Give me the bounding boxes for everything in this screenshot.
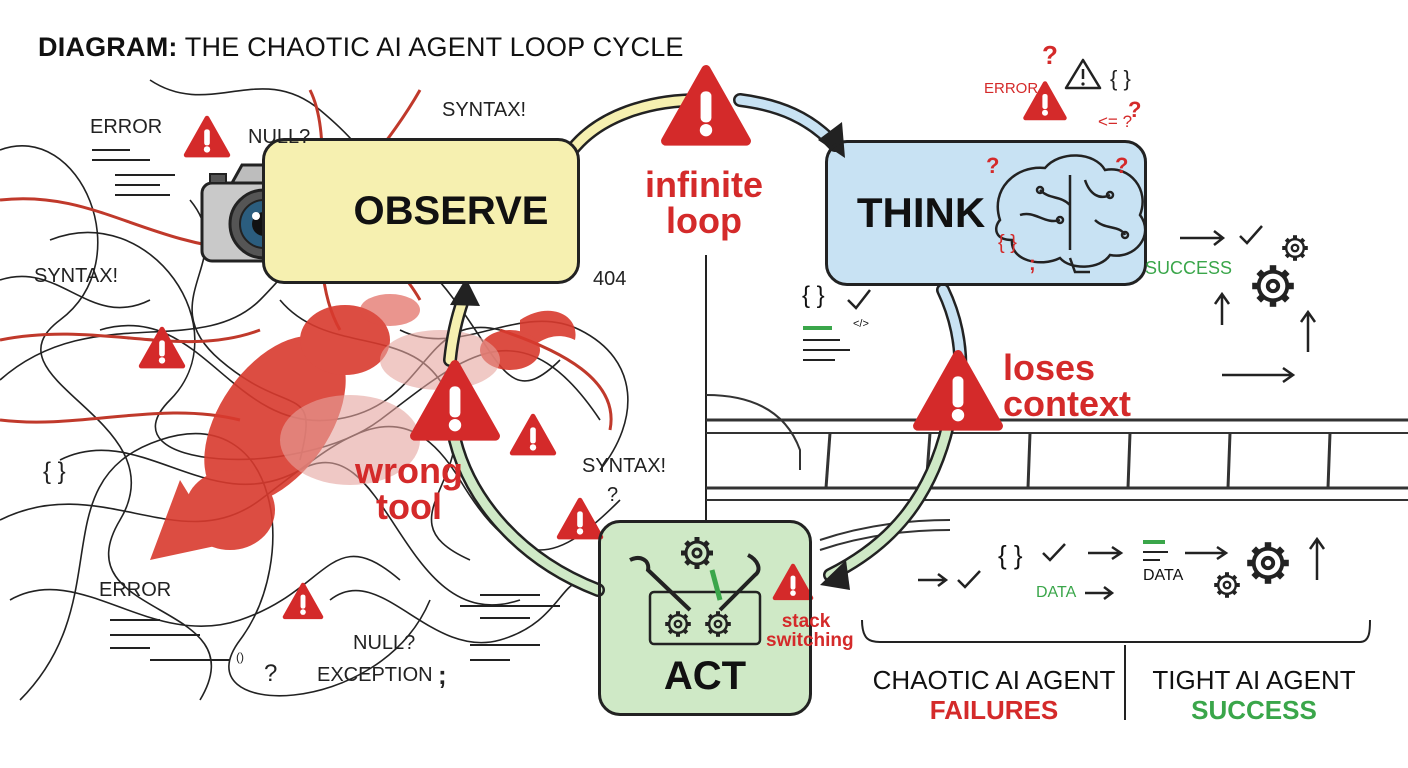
- brain-icon: [994, 154, 1147, 274]
- data-label-2: DATA: [1143, 567, 1184, 584]
- think-label: THINK: [856, 189, 986, 236]
- label-error-bottom: ERROR: [99, 579, 172, 601]
- label-error-top: ERROR: [90, 116, 163, 138]
- brain-label-neq: <= ?: [1098, 112, 1133, 131]
- question-icon: ?: [1115, 153, 1129, 178]
- think-node-fill: [825, 140, 1147, 286]
- question-icon: ?: [1128, 97, 1142, 122]
- brain-label-error: ERROR: [984, 80, 1039, 97]
- gear-icons: [1214, 235, 1308, 598]
- code-tag-icon: </>: [853, 318, 869, 330]
- label-exception: EXCEPTION: [317, 664, 433, 686]
- label-question-mid: ?: [607, 484, 619, 506]
- brain-label-braces-side: { }: [998, 232, 1017, 254]
- code-scribbles: [92, 149, 850, 661]
- think-node: THINK: [825, 140, 1147, 286]
- observe-node: OBSERVE: [262, 138, 580, 284]
- legend-tight-line1: TIGHT AI AGENT: [1152, 665, 1356, 695]
- label-semicolon: ;: [438, 660, 447, 690]
- outline-warning-icon: [1064, 58, 1102, 90]
- label-syntax-left: SYNTAX!: [34, 265, 119, 287]
- legend-tight: TIGHT AI AGENT SUCCESS: [1140, 665, 1368, 726]
- legend-chaotic-line1: CHAOTIC AI AGENT: [872, 665, 1116, 695]
- legend-chaotic: CHAOTIC AI AGENT FAILURES: [870, 665, 1118, 726]
- question-icon: ?: [1042, 40, 1058, 70]
- act-label: ACT: [663, 654, 747, 698]
- label-braces-left: { }: [43, 458, 66, 485]
- braces-icon: { }: [802, 282, 825, 309]
- diagram-title: DIAGRAM: THE CHAOTIC AI AGENT LOOP CYCLE: [38, 32, 684, 62]
- label-parens: (): [236, 650, 244, 664]
- legend-chaotic-line2: FAILURES: [929, 694, 1059, 725]
- label-null-top: NULL?: [248, 126, 311, 148]
- label-404: 404: [593, 268, 627, 290]
- legend-tight-line2: SUCCESS: [1191, 694, 1317, 725]
- legend-bracket: [861, 619, 1371, 643]
- braces-icon: { }: [998, 540, 1023, 570]
- label-null-bottom: NULL?: [353, 632, 416, 654]
- data-label-1: DATA: [1036, 584, 1077, 601]
- label-syntax-mid: SYNTAX!: [582, 455, 667, 477]
- act-node: ACT: [598, 520, 812, 716]
- success-label: SUCCESS: [1145, 258, 1233, 278]
- observe-label: OBSERVE: [353, 188, 549, 233]
- brain-label-braces-top: { }: [1110, 66, 1131, 91]
- toolbox-icon: [629, 537, 762, 646]
- label-syntax-top: SYNTAX!: [442, 99, 527, 121]
- label-question-bottom: ?: [264, 660, 278, 687]
- flow-arrows: [847, 225, 1326, 600]
- question-icon: ?: [986, 153, 1000, 178]
- brain-label-semicolon: ;: [1029, 253, 1036, 275]
